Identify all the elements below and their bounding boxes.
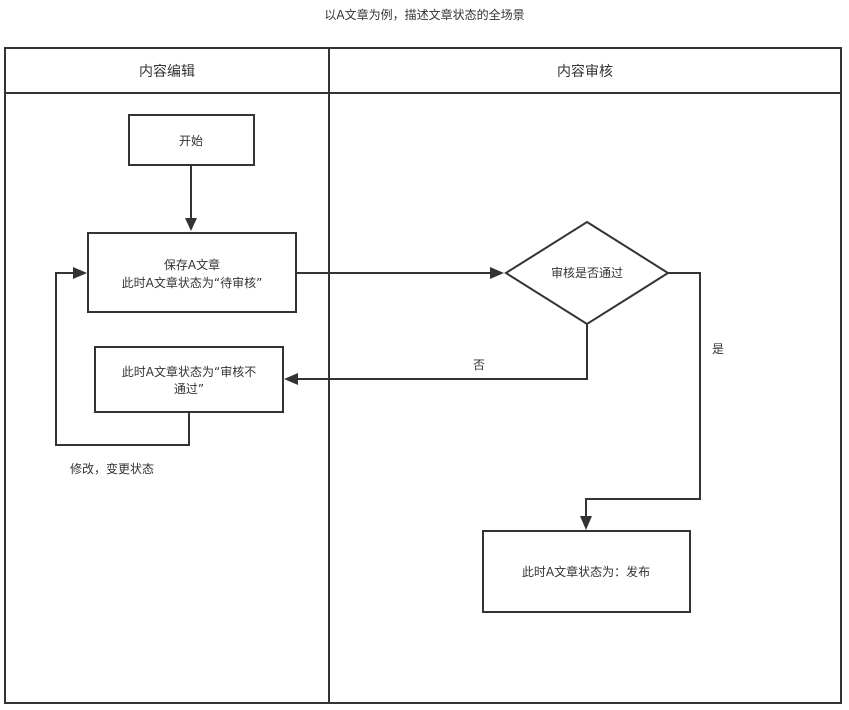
review-decision-label: 审核是否通过 — [551, 265, 623, 280]
save-article-node — [87, 232, 297, 313]
lane-header-review: 内容审核 — [557, 63, 613, 80]
start-node-label: 开始 — [179, 134, 203, 148]
arrowhead-review-to-published — [580, 516, 592, 530]
save-article-label-line2: 此时A文章状态为“待审核” — [122, 275, 263, 290]
rejected-status-label-line1: 此时A文章状态为“审核不 — [122, 364, 256, 379]
rejected-status-node — [94, 346, 284, 413]
edge-label-modify: 修改，变更状态 — [70, 461, 154, 476]
arrowhead-rejected-to-save — [73, 267, 87, 279]
arrowhead-review-to-rejected — [284, 373, 298, 385]
start-node — [128, 114, 255, 166]
lane-header-edit: 内容编辑 — [139, 63, 195, 80]
arrowhead-save-to-review — [490, 267, 504, 279]
swimlane-frame — [4, 47, 842, 704]
published-status-node — [482, 530, 691, 613]
edge-label-no: 否 — [473, 358, 485, 372]
edge-rejected-to-save — [55, 272, 190, 446]
edge-label-yes: 是 — [712, 342, 724, 356]
edge-review-to-rejected — [296, 324, 588, 380]
published-status-label: 此时A文章状态为：发布 — [522, 564, 650, 579]
edge-review-to-published — [585, 272, 701, 518]
arrowhead-start-to-save — [185, 218, 197, 231]
save-article-label-line1: 保存A文章 — [164, 257, 220, 272]
rejected-status-label-line2: 通过” — [174, 382, 204, 396]
diagram-title: 以A文章为例，描述文章状态的全场景 — [324, 8, 525, 22]
